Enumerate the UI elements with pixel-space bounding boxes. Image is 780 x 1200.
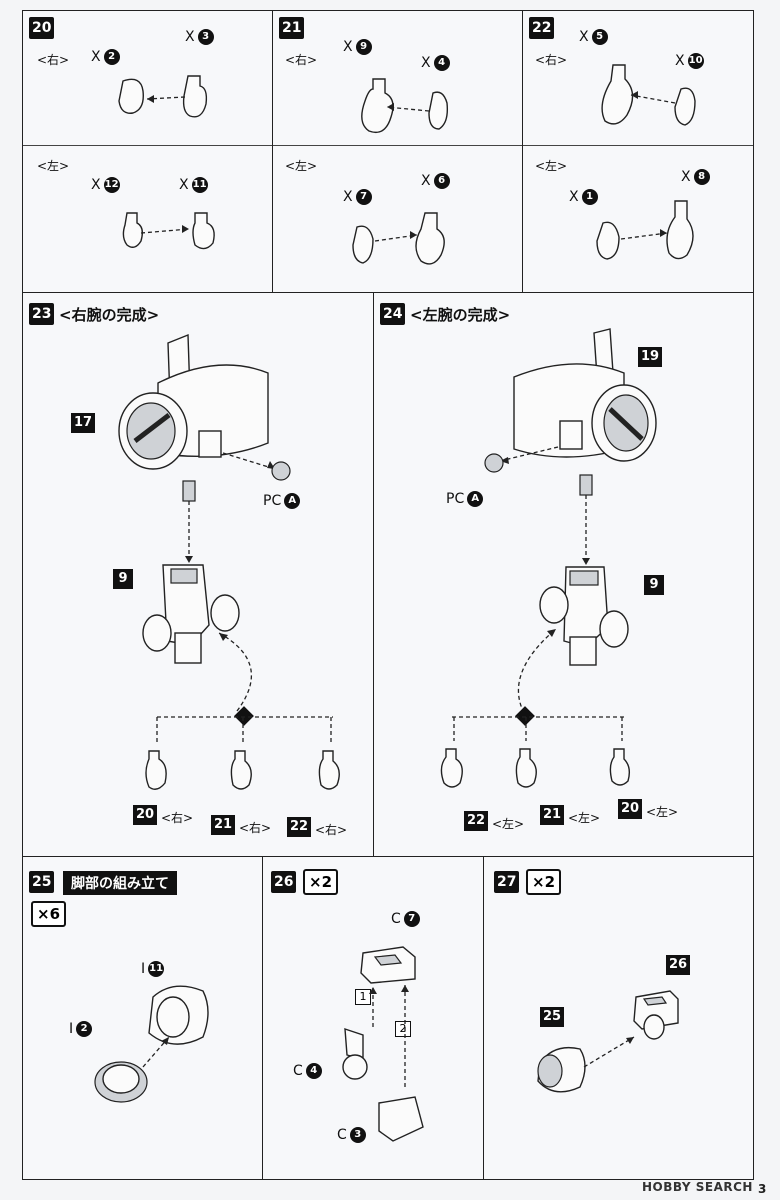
part-number-badge: 2 (76, 1021, 93, 1037)
part-number-badge: 2 (103, 49, 120, 65)
step-title: 脚部の組み立て (63, 871, 177, 895)
step-title: <左腕の完成> (410, 306, 511, 324)
part-number-badge: 9 (113, 569, 133, 589)
leg-joint-drawing (342, 946, 424, 1142)
left-side-label: <左> (37, 159, 70, 173)
right-arm-assembly-drawing (118, 333, 340, 790)
part-number-badge: 3 (349, 1127, 366, 1143)
right-side-label: <右> (535, 53, 568, 67)
part-number-badge: 25 (540, 1007, 565, 1027)
leg-part-drawing (94, 985, 209, 1103)
quantity-badge: ×2 (303, 869, 339, 895)
hand-parts-drawing (352, 78, 449, 265)
order-marker: 1 (355, 989, 371, 1005)
right-side-label: <右> (37, 53, 70, 67)
hand-step-badge: 20 (133, 805, 158, 825)
step-number: 27 (494, 871, 520, 893)
right-side-label: <右> (285, 53, 318, 67)
hand-parts-drawing (596, 64, 696, 260)
hand-step-badge: 21 (211, 815, 236, 835)
part-number-badge: 19 (638, 347, 663, 367)
hand-side-label: <右> (315, 823, 348, 837)
step-27-panel: 27 ×2 26 25 (483, 856, 754, 1180)
hand-side-label: <左> (646, 805, 679, 819)
hand-step-badge: 22 (464, 811, 489, 831)
part-number-badge: 9 (355, 39, 372, 55)
part-number-badge: 5 (591, 29, 608, 45)
hand-side-label: <左> (568, 811, 601, 825)
quantity-badge: ×6 (31, 901, 67, 927)
leg-assembly-drawing (537, 990, 679, 1093)
part-number-badge: 17 (71, 413, 96, 433)
part-number-badge: 10 (687, 53, 704, 69)
section-divider (523, 145, 753, 146)
quantity-badge: ×2 (526, 869, 562, 895)
section-divider (23, 145, 272, 146)
part-number-badge: 8 (693, 169, 710, 185)
part-number-badge: 11 (148, 961, 165, 977)
part-number-badge: 7 (355, 189, 372, 205)
section-divider (273, 145, 522, 146)
step-title: <右腕の完成> (59, 306, 160, 324)
part-number-badge: 6 (433, 173, 450, 189)
part-number-badge: 1 (581, 189, 598, 205)
left-arm-assembly-drawing (440, 328, 657, 788)
brand-watermark: HOBBY SEARCH (642, 1180, 753, 1194)
step-number: 25 (29, 871, 55, 893)
part-number-badge: 7 (403, 911, 420, 927)
step-number: 24 (380, 303, 406, 325)
part-number-badge: 3 (197, 29, 214, 45)
order-marker: 2 (395, 1021, 411, 1037)
step-number: 22 (529, 17, 555, 39)
part-number-badge: 4 (305, 1063, 322, 1079)
part-number-badge: 9 (644, 575, 664, 595)
hand-side-label: <左> (492, 817, 525, 831)
part-number-badge: 12 (103, 177, 120, 193)
hand-step-badge: 22 (287, 817, 312, 837)
hand-side-label: <右> (161, 811, 194, 825)
hand-step-badge: 21 (540, 805, 565, 825)
part-number-badge: 11 (191, 177, 208, 193)
left-side-label: <左> (285, 159, 318, 173)
hand-step-badge: 20 (618, 799, 643, 819)
part-number-badge: A (284, 493, 301, 509)
left-side-label: <左> (535, 159, 568, 173)
step-number: 26 (271, 871, 297, 893)
part-number-badge: 4 (433, 55, 450, 71)
page-number: 3 (758, 1182, 767, 1196)
part-number-badge: A (467, 491, 484, 507)
step-number: 23 (29, 303, 55, 325)
step-number: 21 (279, 17, 305, 39)
hand-parts-drawing (118, 75, 215, 250)
part-number-badge: 26 (666, 955, 691, 975)
hand-side-label: <右> (239, 821, 272, 835)
step-number: 20 (29, 17, 55, 39)
